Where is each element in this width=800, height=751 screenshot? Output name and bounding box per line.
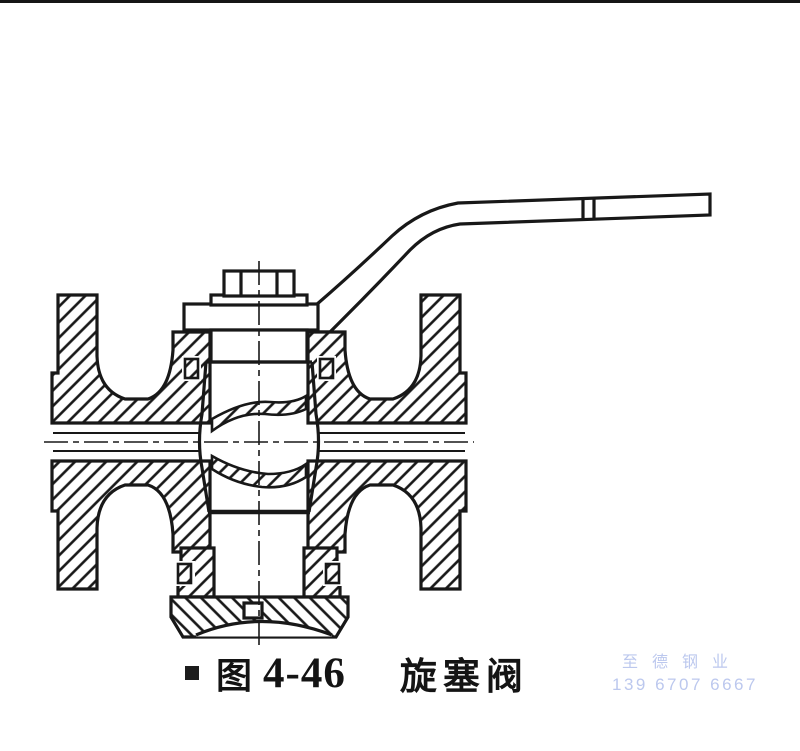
bottom-dome-arc: [195, 619, 333, 637]
watermark-phone-number: 139 6707 6667: [612, 675, 758, 694]
valve-handle: [314, 192, 712, 334]
plug-port-lower-lip: [210, 453, 308, 489]
watermark-company-name: 至德钢业: [622, 654, 743, 671]
page-top-edge: [0, 0, 800, 3]
right-flange-upper: [306, 293, 468, 425]
gland-tabs: [175, 356, 343, 586]
bore-lines: [53, 432, 465, 452]
gland-tab: [324, 562, 341, 585]
watermark: 至德钢业 139 6707 6667: [612, 654, 758, 694]
valve-body-section: [50, 293, 468, 599]
figure-caption: 图 4-46 旋塞阀: [185, 646, 529, 700]
plug-left-edge: [197, 361, 211, 513]
handle-outline: [314, 192, 712, 334]
caption-figure-number: 4-46: [263, 649, 346, 697]
caption-figure-title: 旋塞阀: [399, 656, 529, 697]
centerlines: [44, 261, 474, 648]
gland-tab: [176, 562, 193, 585]
gland-tab: [318, 357, 335, 380]
bottom-cover: [169, 595, 350, 639]
caption-figure-word: 图: [216, 655, 253, 696]
gland-tab: [183, 357, 200, 380]
plug-bottom-stem: [242, 601, 264, 620]
left-flange-upper: [50, 293, 212, 425]
caption-bullet-square: [185, 666, 199, 680]
gland-plate: [182, 302, 320, 332]
